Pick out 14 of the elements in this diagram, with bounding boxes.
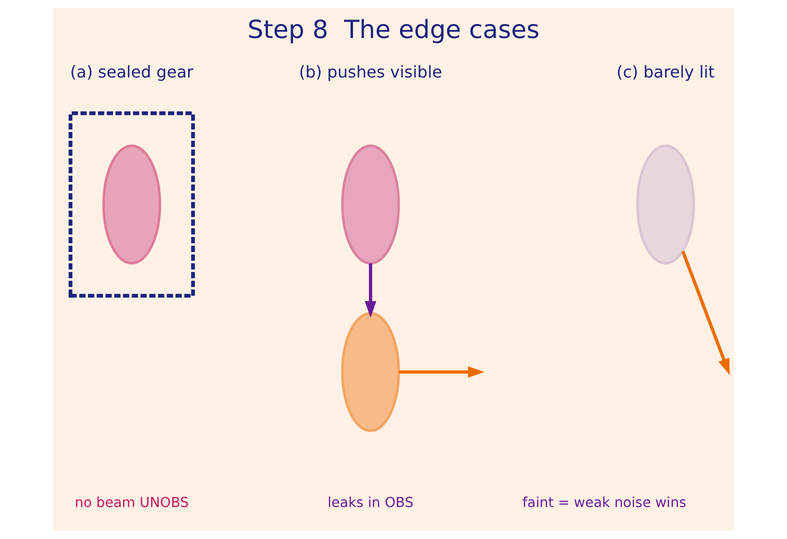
arrow <box>398 366 485 378</box>
arrow <box>364 263 376 318</box>
diagram-title: Step 8 The edge cases <box>247 15 540 44</box>
label: (a) sealed gear <box>70 62 194 82</box>
node-ellipse <box>636 144 695 264</box>
node-ellipse <box>341 144 400 264</box>
node-ellipse <box>102 144 162 264</box>
label: (c) barely lit <box>616 62 715 82</box>
label: no beam UNOBS <box>74 494 189 511</box>
arrow <box>681 250 730 376</box>
label: leaks in OBS <box>328 494 414 511</box>
label: (b) pushes visible <box>298 62 442 82</box>
label: faint = weak noise wins <box>522 494 686 511</box>
node-ellipse <box>341 312 400 432</box>
